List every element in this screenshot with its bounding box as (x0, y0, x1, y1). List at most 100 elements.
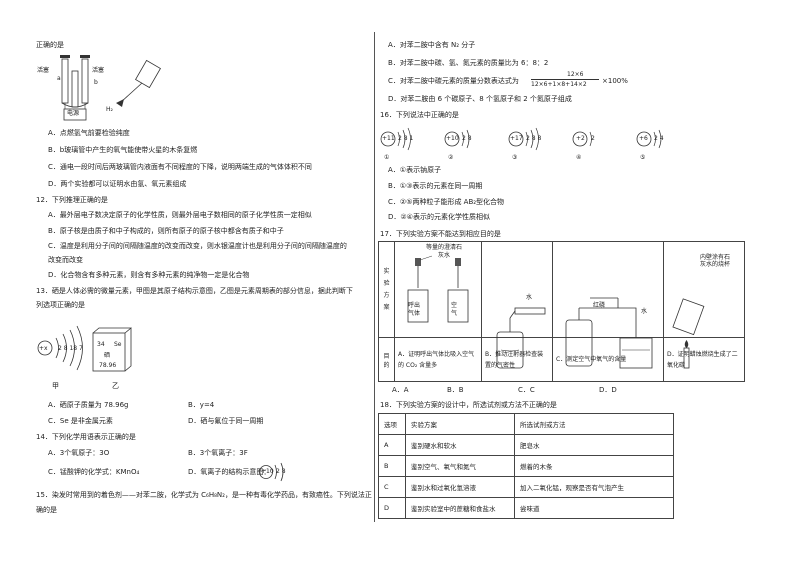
q11-option-b: B．b玻璃管中产生的氧气能使带火星的木条复燃 (48, 146, 198, 154)
q11-option-d: D．两个实验都可以证明水由氢、氧元素组成 (48, 180, 187, 188)
q17-option-d: D．D (599, 386, 617, 394)
cell-method: 加入二氧化锰，观察是否有气泡产生 (514, 476, 674, 498)
q16-option-a: A．①表示钠原子 (388, 166, 442, 174)
fig-c-water-label: 水 (641, 308, 648, 315)
q13-option-c: C．Se 是非金属元素 (48, 417, 113, 425)
fig-a-top-label: 等量的澄清石灰水 (425, 244, 462, 259)
q15-option-b: B．对苯二胺中碳、氢、氮元素的质量比为 6：8：2 (388, 59, 549, 67)
fraction-bar (531, 79, 599, 80)
q15-stem-line1: 15．染发时常用到的着色剂——对苯二胺，化学式为 C₆H₈N₂，是一种有毒化学药… (36, 491, 372, 499)
figure-jia-label: 甲 (52, 382, 59, 390)
q15-stem-line2: 确的是 (36, 506, 57, 514)
q14-stem: 14．下列化学用语表示正确的是 (36, 433, 136, 441)
table-row: C 鉴别水和过氧化氢溶液 加入二氧化锰，观察是否有气泡产生 (378, 476, 674, 498)
q18-table: 选项 实验方案 所选试剂或方法 A 鉴别硬水和软水 肥皂水 B 鉴别空气、氧气和… (378, 413, 674, 519)
atom1-shells: 2 8 1 (398, 135, 414, 142)
q14-option-d: D．氧离子的结构示意图： (188, 468, 271, 476)
se-nucleus: +x (39, 345, 48, 352)
q17-row-head-aim: 目的 (378, 337, 395, 382)
cell-method: 尝味道 (514, 497, 674, 519)
right-valve-label: 活塞 (92, 67, 105, 74)
col-header-scheme: 实验方案 (405, 413, 515, 435)
q14-option-b: B．3个氧离子：3F (188, 449, 248, 457)
q17-aim-b: B．推动注射器检查装置的气密性 (481, 337, 553, 382)
q12-option-a: A．最外层电子数决定原子的化学性质，则最外层电子数相同的原子化学性质一定相似 (48, 211, 312, 219)
q11-stem-tail: 正确的是 (36, 41, 64, 49)
left-valve-label: 活塞 (37, 67, 50, 74)
q12-option-c: C．温度是利用分子间的间隔随温度的改变而改变，则水银温度计也是利用分子间的间隔随… (48, 242, 347, 250)
table-row: B 鉴别空气、氧气和氮气 燃着的木条 (378, 455, 674, 477)
oxygen-ion-diagram (259, 462, 284, 482)
cell-scheme: 鉴别实验室中的蔗糖和食盐水 (405, 497, 515, 519)
se-name: 硒 (104, 352, 111, 359)
q17-fig-d: 内壁涂有石灰水的烧杯 (663, 241, 745, 368)
q11-option-a: A．点燃氢气前要检验纯度 (48, 129, 130, 137)
q14-option-a: A．3个氧原子：3O (48, 449, 110, 457)
se-mass: 78.96 (99, 362, 117, 369)
q17-option-c: C．C (518, 386, 535, 394)
figure-yi-label: 乙 (112, 382, 119, 390)
q17-aim-a: A．证明呼出气体比吸入空气的 CO₂ 含量多 (394, 337, 482, 382)
q15-option-d: D．对苯二胺由 6 个碳原子、8 个氢原子和 2 个氮原子组成 (388, 95, 572, 103)
q16-stem: 16．下列说法中正确的是 (380, 111, 459, 119)
atom2-shells: 2 8 (462, 135, 472, 142)
q16-option-b: B．①③表示的元素在同一周期 (388, 182, 483, 190)
atom4-shells: 2 (591, 135, 595, 142)
atom5-shells: 2 4 (654, 135, 664, 142)
q15-fraction-suffix: ×100% (602, 77, 628, 85)
q17-aim-d: D．证明蜡烛燃烧生成了二氧化碳 (663, 337, 745, 382)
table-row: D 鉴别实验室中的蔗糖和食盐水 尝味道 (378, 497, 674, 519)
q17-aim-c: C．测定空气中氧气的含量 (552, 337, 664, 382)
q17-table: 实验方案 等量的澄清石灰水 呼出气体 空气 水 (378, 241, 745, 382)
o-ion-nucleus: +10 (261, 468, 274, 475)
cell-scheme: 鉴别硬水和软水 (405, 434, 515, 456)
q17-option-b: B．B (447, 386, 464, 394)
o-ion-shells: 2 8 (276, 468, 286, 475)
q17-fig-c: 红磷 水 (552, 241, 664, 368)
q12-option-c-cont: 改变而改变 (48, 256, 83, 264)
electrolysis-figure (60, 55, 161, 121)
atom5-tag: ⑤ (640, 154, 646, 161)
q13-option-b: B．y=4 (188, 401, 215, 409)
cell-option: D (378, 497, 406, 519)
q15-option-a: A．对苯二胺中含有 N₂ 分子 (388, 41, 476, 49)
q16-atom-diagrams (380, 127, 662, 151)
cell-method: 燃着的木条 (514, 455, 674, 477)
q15-fraction-numerator: 12×6 (567, 71, 584, 78)
cell-option: A (378, 434, 406, 456)
table-row: A 鉴别硬水和软水 肥皂水 (378, 434, 674, 456)
cell-option: C (378, 476, 406, 498)
atom4-tag: ④ (576, 154, 582, 161)
q16-option-d: D．②④表示的元素化学性质相似 (388, 213, 490, 221)
q17-fig-b: 水 (481, 241, 553, 368)
q15-fraction-denominator: 12×6+1×8+14×2 (531, 81, 587, 88)
q13-stem-line1: 13．硒是人体必需的微量元素，甲图是其原子结构示意图，乙图是元素周期表的部分信息… (36, 287, 353, 295)
q13-option-d: D．硒与氟位于同一周期 (188, 417, 264, 425)
cell-scheme: 鉴别水和过氧化氢溶液 (405, 476, 515, 498)
table-header-row: 选项 实验方案 所选试剂或方法 (378, 413, 674, 435)
power-label: 电源 (67, 110, 80, 117)
col-header-option: 选项 (378, 413, 406, 435)
fig-c-phosphorus-label: 红磷 (593, 302, 606, 309)
h2-label: H₂ (106, 106, 113, 113)
tube-b-label: b (94, 79, 98, 86)
col-header-method: 所选试剂或方法 (514, 413, 674, 435)
q12-option-b: B．原子核是由质子和中子构成的，则所有原子的原子核中都含有质子和中子 (48, 227, 284, 235)
atom4-nucleus: +2 (576, 135, 585, 142)
atom2-tag: ② (448, 154, 454, 161)
atom1-nucleus: +11 (382, 135, 395, 142)
tube-a-label: a (57, 75, 61, 82)
q13-option-a: A．硒原子质量为 78.96g (48, 401, 129, 409)
q12-stem: 12．下列推理正确的是 (36, 196, 108, 204)
atom5-nucleus: +6 (639, 135, 648, 142)
atom3-nucleus: +17 (510, 135, 523, 142)
atom3-shells: 2 8 8 (526, 135, 542, 142)
cell-method: 肥皂水 (514, 434, 674, 456)
selenium-atom-diagram (37, 325, 83, 371)
fig-b-water-label: 水 (526, 294, 533, 301)
q14-option-c: C．锰酸钾的化学式：KMnO₄ (48, 468, 140, 476)
q17-option-a: A．A (392, 386, 409, 394)
q12-option-d: D．化合物含有多种元素，则含有多种元素的纯净物一定是化合物 (48, 271, 250, 279)
q13-stem-line2: 列选项正确的是 (36, 301, 85, 309)
se-symbol: Se (114, 341, 122, 348)
